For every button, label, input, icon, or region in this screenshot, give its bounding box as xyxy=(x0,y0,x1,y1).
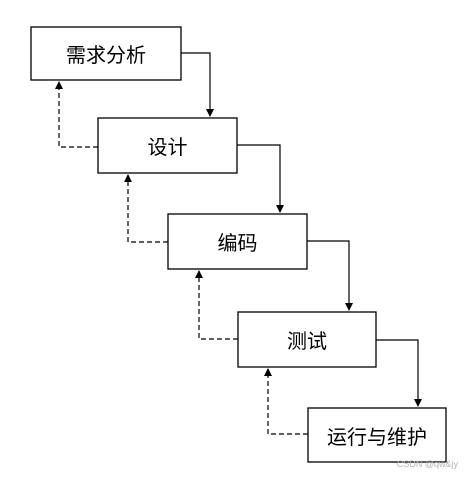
flow-arrow-coding-to-testing xyxy=(307,240,353,311)
stage-label-requirements: 需求分析 xyxy=(66,43,146,67)
stage-label-coding: 编码 xyxy=(217,231,258,255)
feedback-arrow-coding-to-design xyxy=(124,174,168,243)
stage-box-requirements xyxy=(30,26,182,81)
feedback-arrow-maintenance-to-testing xyxy=(264,368,308,435)
stage-box-maintenance xyxy=(307,407,447,463)
stage-label-testing: 测试 xyxy=(287,329,327,353)
flow-arrow-design-to-coding xyxy=(237,144,284,213)
flow-arrow-requirements-to-design xyxy=(181,52,214,117)
feedback-arrow-design-to-requirements xyxy=(55,81,98,148)
flow-arrow-testing-to-maintenance xyxy=(376,339,422,407)
stage-label-design: 设计 xyxy=(147,135,188,159)
stage-box-coding xyxy=(167,213,308,270)
stage-box-design xyxy=(97,117,238,174)
feedback-arrow-testing-to-coding xyxy=(195,270,238,340)
stage-label-maintenance: 运行与维护 xyxy=(327,424,427,449)
watermark: CSDN @qw&jy xyxy=(396,459,458,469)
